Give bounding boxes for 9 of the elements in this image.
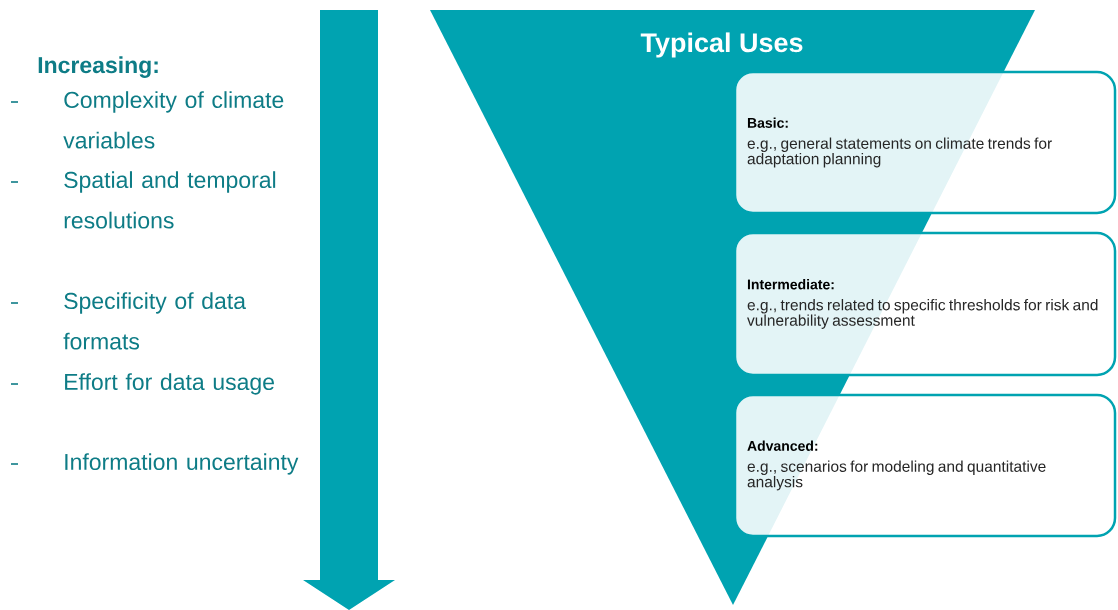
use-box: Intermediate: e.g., trends related to specific thresholds for risk and vulnerability assessment bbox=[733, 231, 1117, 377]
list-item: Complexity of climate variables bbox=[63, 91, 284, 149]
use-box: Advanced: e.g., scenarios for modeling and quantitative analysis bbox=[733, 393, 1117, 538]
use-box: Basic: e.g., general statements on climate trends for adaptation planning bbox=[733, 70, 1117, 215]
list-item: Specificity of data formats bbox=[63, 292, 246, 350]
list-item: Effort for data usage bbox=[65, 373, 274, 395]
list-item: Information uncertainty bbox=[65, 453, 299, 475]
list-heading: Increasing: bbox=[38, 56, 158, 78]
list-item: Spatial and temporal resolutions bbox=[64, 171, 276, 229]
